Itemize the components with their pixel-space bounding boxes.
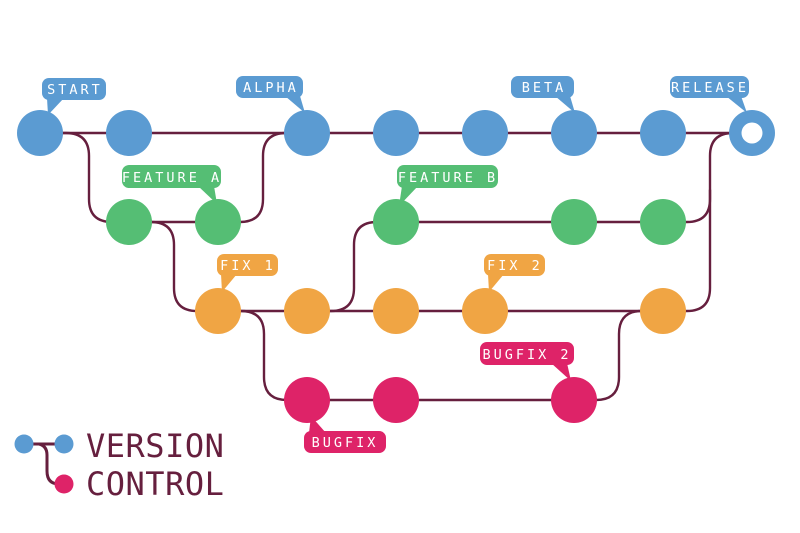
bugfix-branch-commits bbox=[284, 377, 597, 423]
commit-node-fix-1 bbox=[195, 288, 241, 334]
label-feature-b: FEATURE B bbox=[397, 165, 498, 206]
commit-node-feature-1 bbox=[106, 199, 152, 245]
release-ring-hole bbox=[741, 122, 763, 144]
label-release-text: RELEASE bbox=[671, 80, 749, 96]
label-alpha-tail bbox=[285, 96, 305, 113]
logo-dot-blue-2 bbox=[54, 434, 74, 454]
logo-text-line1: VERSION bbox=[86, 427, 224, 465]
label-alpha: ALPHA bbox=[236, 76, 305, 113]
merge-feature-a-to-alpha bbox=[216, 131, 309, 224]
commit-node-beta bbox=[551, 110, 597, 156]
logo-dot-pink bbox=[54, 474, 74, 494]
branch-feature-a-to-fix bbox=[127, 220, 220, 313]
label-bugfix-2-bubble bbox=[480, 342, 574, 365]
label-fix-1-bubble bbox=[217, 254, 278, 276]
merge-bugfix-to-fix bbox=[572, 309, 665, 402]
branch-fix-to-bugfix bbox=[216, 309, 309, 402]
commit-node-alpha bbox=[284, 110, 330, 156]
commit-node-main-2 bbox=[106, 110, 152, 156]
label-start-bubble bbox=[42, 78, 106, 100]
label-bugfix-tail bbox=[309, 416, 326, 433]
label-bugfix-2: BUGFIX 2 bbox=[480, 342, 574, 381]
commit-node-start bbox=[17, 110, 63, 156]
main-branch-commits bbox=[17, 110, 775, 156]
logo-dot-blue-1 bbox=[14, 434, 34, 454]
commit-node-fix-5 bbox=[640, 288, 686, 334]
label-alpha-text: ALPHA bbox=[243, 80, 299, 96]
label-start: START bbox=[42, 78, 106, 115]
label-feature-b-text: FEATURE B bbox=[398, 170, 498, 186]
label-feature-b-bubble bbox=[397, 165, 498, 188]
label-beta-tail bbox=[555, 96, 575, 113]
label-release-tail bbox=[726, 96, 747, 113]
label-fix-2-bubble bbox=[484, 254, 545, 276]
label-feature-b-tail bbox=[399, 186, 418, 206]
commit-node-feature-b bbox=[373, 199, 419, 245]
commit-node-bugfix-1 bbox=[284, 377, 330, 423]
label-bugfix: BUGFIX bbox=[304, 416, 386, 453]
branch-fix-to-feature-b bbox=[305, 220, 398, 313]
label-fix-2-tail bbox=[488, 274, 504, 292]
label-release: RELEASE bbox=[670, 76, 749, 113]
label-fix-2: FIX 2 bbox=[484, 254, 545, 292]
commit-node-fix-4 bbox=[462, 288, 508, 334]
commit-node-feature-5 bbox=[640, 199, 686, 245]
label-fix-2-text: FIX 2 bbox=[487, 258, 543, 274]
fix-branch-commits bbox=[195, 288, 686, 334]
label-fix-1-text: FIX 1 bbox=[220, 258, 276, 274]
label-bugfix-text: BUGFIX bbox=[312, 435, 379, 451]
logo: VERSION CONTROL bbox=[14, 427, 224, 503]
label-bugfix-2-tail bbox=[551, 363, 571, 381]
label-start-tail bbox=[47, 98, 64, 115]
commit-node-fix-3 bbox=[373, 288, 419, 334]
commit-node-bugfix-3 bbox=[551, 377, 597, 423]
commit-node-main-5 bbox=[462, 110, 508, 156]
label-beta-text: BETA bbox=[522, 80, 567, 96]
commit-node-main-7 bbox=[640, 110, 686, 156]
commit-node-feature-4 bbox=[551, 199, 597, 245]
label-fix-1: FIX 1 bbox=[217, 254, 278, 292]
label-start-text: START bbox=[47, 82, 103, 98]
label-alpha-bubble bbox=[236, 76, 303, 98]
feature-branch-commits bbox=[106, 199, 686, 245]
branch-start-to-feature-a bbox=[46, 131, 131, 224]
label-feature-a: FEATURE A bbox=[122, 165, 222, 204]
commit-node-bugfix-2 bbox=[373, 377, 419, 423]
label-bugfix-bubble bbox=[304, 431, 386, 453]
commit-node-feature-a bbox=[195, 199, 241, 245]
label-beta-bubble bbox=[511, 76, 574, 98]
label-feature-a-bubble bbox=[122, 165, 221, 188]
merge-fix-to-release bbox=[661, 131, 754, 313]
commit-node-fix-2 bbox=[284, 288, 330, 334]
label-release-bubble bbox=[670, 76, 749, 98]
logo-text-line2: CONTROL bbox=[86, 465, 224, 503]
label-beta: BETA bbox=[511, 76, 575, 113]
logo-main-dots bbox=[14, 434, 74, 454]
commit-node-main-4 bbox=[373, 110, 419, 156]
merge-feature-b-to-release bbox=[661, 188, 712, 224]
label-feature-a-text: FEATURE A bbox=[122, 170, 222, 186]
label-feature-a-tail bbox=[198, 186, 217, 204]
label-fix-1-tail bbox=[221, 274, 237, 292]
label-bugfix-2-text: BUGFIX 2 bbox=[482, 347, 571, 363]
